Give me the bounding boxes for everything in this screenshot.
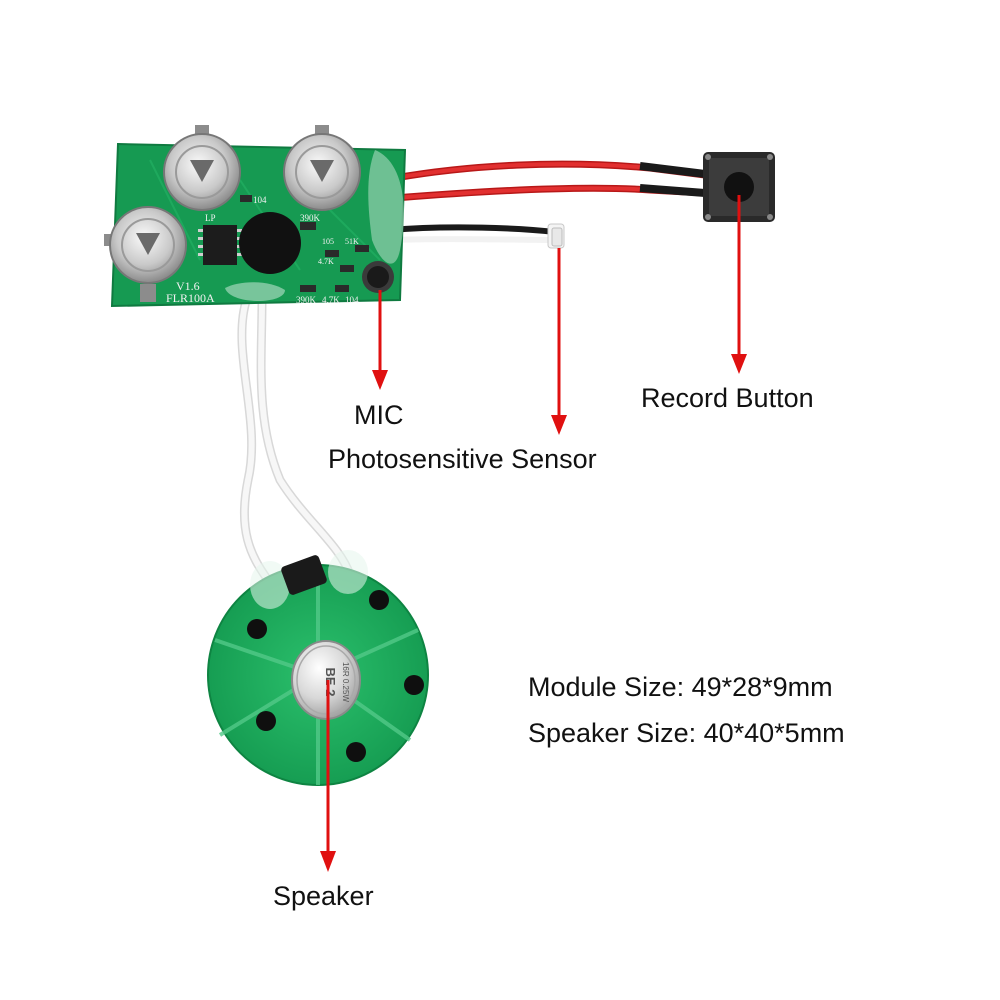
battery-2 <box>283 125 361 211</box>
silk-4-7k-b: 4.7K <box>322 295 340 305</box>
silk-105: 105 <box>322 237 334 246</box>
record-button-label: Record Button <box>641 383 814 413</box>
arrow-mic <box>372 290 388 390</box>
silk-51k: 51K <box>345 237 359 246</box>
arrow-photosensor <box>551 248 567 435</box>
pcb-silkscreen: LP 104 390K 105 51K 4.7K 390K 4.7K 104 V… <box>166 195 359 305</box>
battery-3 <box>104 206 187 302</box>
speaker-rating: 16R 0.25W <box>341 662 350 702</box>
pcb-version-label: V1.6 <box>176 279 200 293</box>
silk-lp: LP <box>205 213 216 223</box>
photosensor-component <box>551 227 563 247</box>
cob-chip <box>239 212 301 274</box>
photosensitive-sensor-label: Photosensitive Sensor <box>328 444 597 474</box>
module-size-spec: Module Size: 49*28*9mm <box>528 672 833 702</box>
record-button-component <box>703 152 775 222</box>
pcb-model-label: FLR100A <box>166 291 215 305</box>
button-wires <box>394 160 706 202</box>
sensor-wires <box>389 223 565 249</box>
mic-component <box>362 261 394 293</box>
battery-1 <box>163 125 241 211</box>
pcb-board: LP 104 390K 105 51K 4.7K 390K 4.7K 104 V… <box>104 125 407 308</box>
silk-104-a: 104 <box>253 195 267 205</box>
annotation-arrows <box>320 195 747 872</box>
mic-label: MIC <box>354 400 404 430</box>
speaker-label: Speaker <box>273 881 374 911</box>
speaker-marking: BE 2 <box>323 668 338 697</box>
silk-390k-b: 390K <box>296 295 317 305</box>
ic-chip <box>198 225 242 265</box>
speaker-size-spec: Speaker Size: 40*40*5mm <box>528 718 845 748</box>
speaker-component: BE 2 16R 0.25W <box>207 550 429 786</box>
smd-components <box>240 195 369 292</box>
arrow-speaker <box>320 680 336 872</box>
silk-390k-a: 390K <box>300 213 321 223</box>
arrow-record-button <box>731 195 747 374</box>
speaker-wires <box>237 293 355 585</box>
silk-104-b: 104 <box>345 295 359 305</box>
silk-4-7k-a: 4.7K <box>318 257 334 266</box>
